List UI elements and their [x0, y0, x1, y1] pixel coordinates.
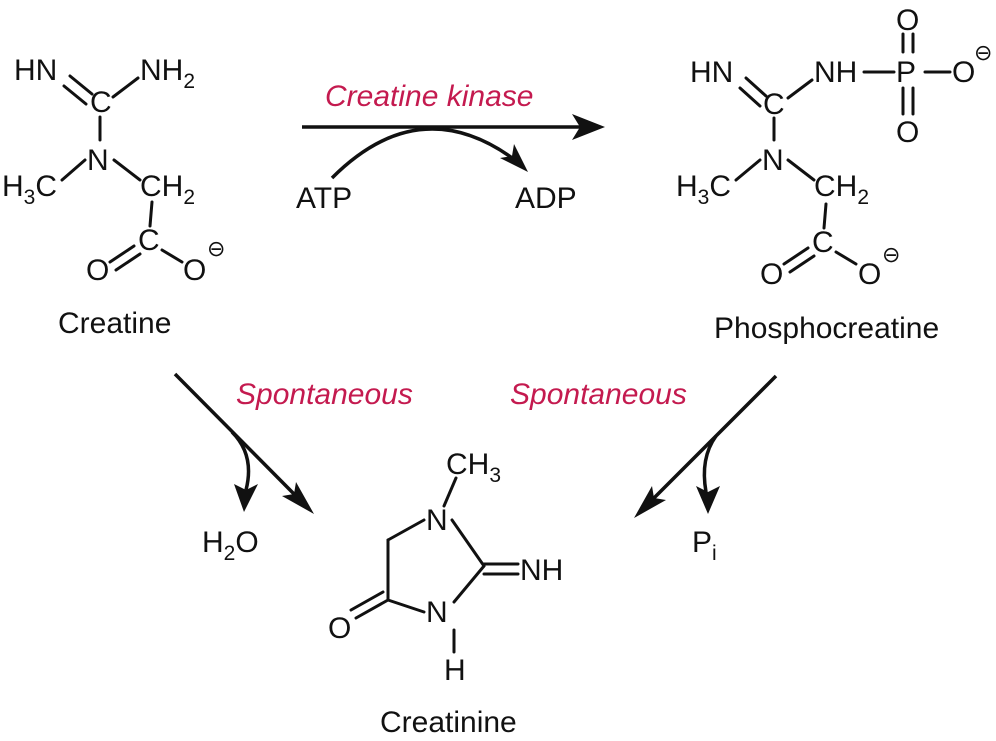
label-pi: Pi — [692, 526, 717, 565]
left-spontaneous-reaction: Spontaneous H2O — [173, 372, 413, 565]
creatine-kinase-reaction: Creatine kinase ATP ADP — [296, 80, 605, 215]
bond — [738, 86, 762, 108]
bond — [160, 248, 184, 264]
bond — [68, 74, 94, 96]
bond — [786, 78, 814, 100]
bond — [148, 200, 154, 228]
atom-c: C — [763, 88, 785, 121]
bond — [112, 158, 142, 182]
atom-ch2: CH2 — [814, 170, 869, 209]
cofactor-arrowhead — [500, 144, 528, 172]
charge-minus: ⊖ — [882, 242, 900, 267]
atom-o: O — [328, 612, 351, 645]
label-enzyme: Creatine kinase — [325, 80, 533, 113]
label-atp: ATP — [296, 182, 352, 215]
bond — [822, 202, 828, 230]
cofactor-arc — [330, 127, 517, 180]
atom-o-double: O — [86, 254, 109, 287]
bond — [62, 84, 88, 106]
atom-nh2: NH2 — [140, 54, 195, 93]
bond — [442, 476, 458, 508]
atom-o-minus: O — [858, 258, 881, 291]
right-phosphate-arrowhead — [696, 486, 720, 514]
atom-n: N — [762, 144, 784, 177]
atom-o-top: O — [896, 4, 919, 37]
bond — [450, 518, 486, 568]
bond — [349, 590, 385, 612]
atom-h: H — [444, 654, 466, 687]
bond — [386, 598, 426, 614]
atom-n-bottom: N — [426, 596, 448, 629]
bond — [114, 252, 142, 272]
charge-minus: ⊖ — [974, 40, 992, 65]
atom-o-bottom: O — [896, 116, 919, 149]
atom-c: C — [90, 86, 112, 119]
creatinine-structure: CH3 N NH N H O Creatinine — [328, 448, 563, 739]
main-arrowhead — [572, 114, 605, 140]
left-water-arc — [230, 430, 251, 491]
atom-nh: NH — [814, 56, 857, 89]
bond — [788, 254, 816, 274]
bond — [744, 76, 768, 98]
atom-h3c: H3C — [676, 170, 731, 209]
bond — [108, 244, 136, 264]
bond — [734, 158, 762, 182]
label-phosphocreatine: Phosphocreatine — [714, 312, 939, 345]
atom-o-double: O — [760, 258, 783, 291]
bond — [111, 76, 140, 99]
atom-ch2: CH2 — [140, 170, 195, 209]
atom-n-top: N — [426, 504, 448, 537]
atom-nh-imine: NH — [520, 554, 563, 587]
bond — [452, 564, 486, 604]
label-spontaneous-right: Spontaneous — [510, 378, 687, 411]
atom-o-right: O — [952, 56, 975, 89]
creatine-structure: HN NH2 C N H3C CH2 C O O ⊖ Creatine — [2, 54, 225, 340]
bond — [354, 598, 390, 620]
atom-h3c: H3C — [2, 170, 57, 209]
bond — [60, 158, 87, 182]
left-water-arrowhead — [234, 484, 258, 512]
atom-hn: HN — [14, 54, 57, 87]
bond — [782, 246, 810, 266]
phosphocreatine-structure: HN NH P O O O ⊖ C N H3C CH2 C O O ⊖ Phos… — [676, 4, 992, 345]
label-adp: ADP — [515, 182, 577, 215]
label-spontaneous-left: Spontaneous — [236, 378, 413, 411]
atom-o-minus: O — [183, 254, 206, 287]
atom-ch3: CH3 — [446, 448, 501, 487]
atom-hn: HN — [690, 56, 733, 89]
label-creatine: Creatine — [58, 307, 171, 340]
left-main-arrowhead — [282, 482, 314, 514]
right-main-arrowhead — [634, 486, 666, 518]
atom-c2: C — [812, 226, 834, 259]
bond — [834, 250, 858, 266]
label-creatinine: Creatinine — [380, 706, 517, 739]
right-phosphate-arc — [702, 434, 718, 493]
charge-minus: ⊖ — [207, 236, 225, 261]
atom-n: N — [87, 144, 109, 177]
atom-c2: C — [138, 224, 160, 257]
bond — [786, 158, 816, 182]
label-h2o: H2O — [202, 526, 259, 565]
right-spontaneous-reaction: Spontaneous Pi — [510, 374, 778, 565]
bond — [386, 518, 426, 542]
atom-p: P — [896, 56, 916, 89]
